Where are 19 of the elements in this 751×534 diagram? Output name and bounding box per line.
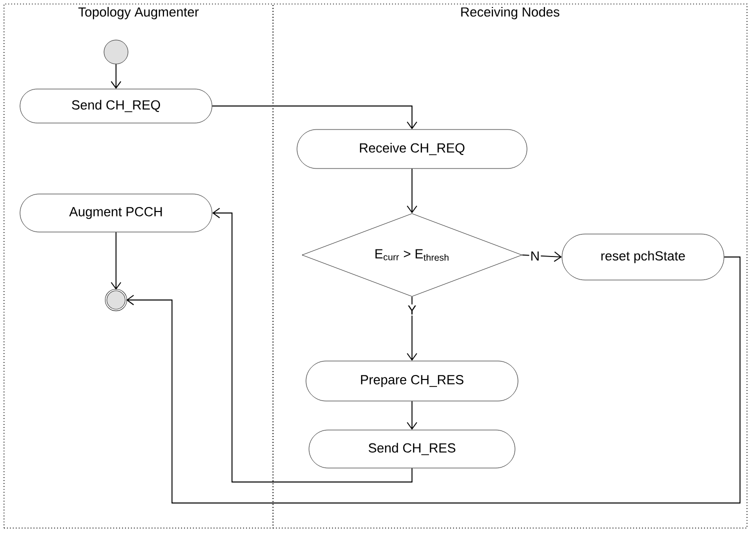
edge-label: N [529,250,541,262]
arrow [110,232,122,290]
start-circle [104,40,128,64]
end-circle [104,288,128,312]
arrow [406,400,418,430]
arrow [522,251,562,262]
arrow [126,256,740,504]
arrow [212,106,418,130]
edge-label: Y [406,304,418,316]
arrow [406,296,418,361]
arrow [110,64,122,89]
activity-box: Augment PCCH [20,194,212,232]
arrow [212,208,412,482]
activity-box: Prepare CH_RES [306,360,518,402]
activity-box: Receive CH_REQ [296,129,528,169]
activity-box: Send CH_RES [308,430,516,468]
activity-box: Send CH_REQ [20,88,212,124]
activity-box: reset pchState [562,234,724,280]
arrow [406,168,418,214]
